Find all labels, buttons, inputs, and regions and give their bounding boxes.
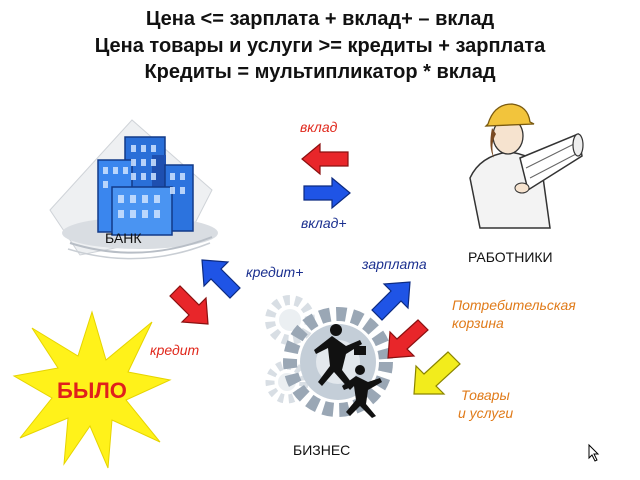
business-gears-icon [265, 295, 393, 418]
formula-credit-line: Кредиты = мультипликатор * вклад [144, 61, 496, 83]
business-label: БИЗНЕС [293, 442, 351, 458]
burst-label: БЫЛО [57, 378, 127, 403]
goods-yellow-arrow [413, 351, 461, 395]
credit-label: кредит [150, 342, 200, 358]
deposit-in-blue-arrow [303, 176, 351, 210]
formula-goods-line: Цена товары и услуги >= кредиты + зарпла… [94, 35, 546, 57]
salary-label: зарплата [362, 256, 427, 272]
credit-plus-blue-arrow [201, 259, 241, 299]
credit-red-arrow [169, 285, 209, 325]
consumer-basket-label-line1: Потребительская [452, 297, 576, 313]
mouse-cursor-icon [588, 443, 600, 462]
worker-engineer-icon [469, 103, 584, 229]
goods-label-line2: и услуги [458, 405, 514, 421]
deposit-out-label: вклад [300, 119, 338, 135]
formula-price-line: Цена <= зарплата + вклад+ – вклад [145, 8, 495, 30]
bank-building-icon [49, 119, 218, 260]
bank-label: БАНК [105, 230, 142, 246]
consumer-basket-red-arrow [387, 319, 429, 359]
credit-plus-label: кредит+ [246, 264, 304, 280]
deposit-out-red-arrow [301, 142, 349, 176]
starburst-icon [12, 310, 172, 469]
salary-blue-arrow [371, 281, 411, 321]
goods-label-line1: Товары [461, 387, 510, 403]
consumer-basket-label-line2: корзина [452, 315, 504, 331]
workers-label: РАБОТНИКИ [468, 249, 553, 265]
deposit-in-label: вклад+ [301, 215, 347, 231]
